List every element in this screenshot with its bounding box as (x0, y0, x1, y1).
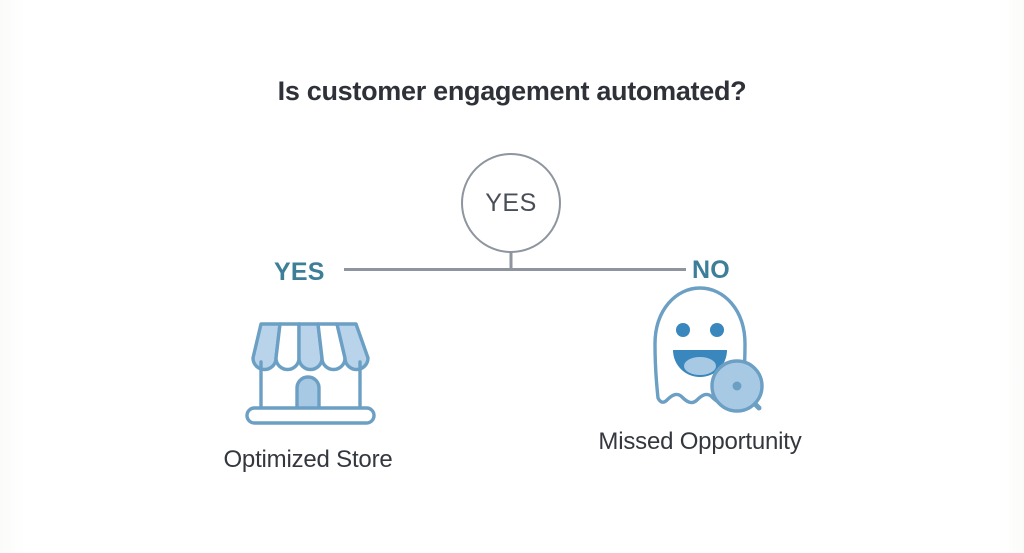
outcome-art-left (158, 300, 458, 430)
outcome-missed-opportunity: Missed Opportunity (550, 284, 850, 456)
branch-label-no: NO (692, 256, 730, 284)
ghost-tongue (684, 357, 716, 375)
decision-node-label: YES (485, 188, 537, 217)
ghost-eye-left (676, 323, 690, 337)
decision-node: YES (461, 153, 561, 253)
ghost-magnifier-icon (653, 286, 764, 413)
outcome-art-right (550, 284, 850, 414)
outcome-caption-right: Missed Opportunity (598, 428, 802, 455)
storefront-icon (245, 322, 376, 425)
ghost-eye-right (710, 323, 724, 337)
branch-label-yes: YES (274, 258, 325, 286)
outcome-caption-left: Optimized Store (223, 446, 393, 473)
page-title: Is customer engagement automated? (277, 76, 747, 106)
magnifier-center-dot (732, 381, 742, 391)
outcome-optimized-store: Optimized Store (158, 300, 458, 474)
